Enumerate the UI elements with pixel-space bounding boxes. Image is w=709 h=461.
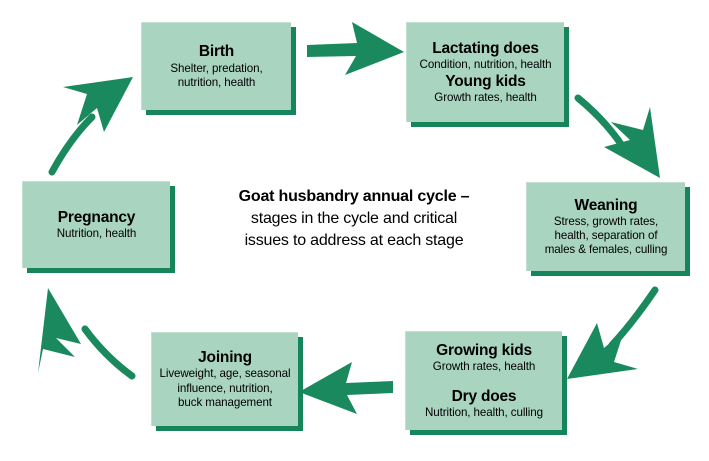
center-caption-line2: stages in the cycle and critical (250, 210, 458, 228)
node-weaning-title: Weaning (574, 196, 638, 214)
node-weaning-sub-line2: health, separation of (554, 229, 658, 243)
node-growing-kids-title: Growing kids (436, 342, 532, 360)
node-lactating-does-title: Lactating does (432, 40, 539, 58)
node-pregnancy[interactable]: Pregnancy Nutrition, health (22, 181, 170, 268)
node-birth-group: Birth Shelter, predation, nutrition, hea… (142, 43, 291, 90)
node-lactating-does-group: Lactating does Condition, nutrition, hea… (407, 40, 564, 72)
center-caption-line1: Goat husbandry annual cycle – (238, 188, 470, 205)
node-birth-title: Birth (198, 43, 235, 61)
node-young-kids-sub: Growth rates, health (434, 90, 537, 104)
node-joining-sub-line1: Liveweight, age, seasonal (159, 367, 291, 381)
arrow-joining-to-pregnancy (38, 288, 136, 380)
node-young-kids-title: Young kids (445, 72, 526, 90)
node-young-kids-group: Young kids Growth rates, health (407, 73, 564, 105)
node-weaning-group: Weaning Stress, growth rates, health, se… (527, 197, 685, 258)
node-pregnancy-sub: Nutrition, health (56, 227, 137, 241)
node-joining-sub-line2: influence, nutrition, (177, 381, 273, 395)
node-weaning-sub-line3: males & females, culling (544, 243, 668, 257)
center-caption-line3: issues to address at each stage (244, 232, 464, 250)
node-dry-does-title: Dry does (451, 387, 517, 405)
node-dry-does-sub: Nutrition, health, culling (425, 405, 543, 419)
node-lactating-does[interactable]: Lactating does Condition, nutrition, hea… (406, 22, 564, 122)
center-caption: Goat husbandry annual cycle – stages in … (191, 186, 517, 252)
arrow-weaning-to-growing (567, 286, 659, 379)
node-growing-kids-sub: Growth rates, health (432, 360, 536, 374)
node-dry-does-group: Dry does Nutrition, health, culling (406, 388, 562, 420)
node-weaning[interactable]: Weaning Stress, growth rates, health, se… (526, 182, 685, 271)
node-pregnancy-group: Pregnancy Nutrition, health (23, 209, 170, 241)
node-growing-kids-group: Growing kids Growth rates, health (406, 342, 562, 374)
arrow-birth-to-lactating (307, 22, 404, 75)
node-joining[interactable]: Joining Liveweight, age, seasonal influe… (151, 332, 298, 426)
node-birth[interactable]: Birth Shelter, predation, nutrition, hea… (141, 22, 291, 110)
node-growing-kids[interactable]: Growing kids Growth rates, health Dry do… (405, 331, 562, 430)
node-weaning-sub-line1: Stress, growth rates, (553, 214, 659, 228)
node-birth-sub-line2: nutrition, health (177, 75, 256, 89)
node-joining-title: Joining (198, 349, 252, 367)
arrow-growing-to-joining (299, 362, 393, 414)
node-joining-sub-line3: buck management (178, 395, 272, 409)
node-pregnancy-title: Pregnancy (57, 208, 136, 226)
arrow-lactating-to-weaning (574, 94, 660, 178)
arrow-pregnancy-to-birth (48, 77, 133, 176)
node-birth-sub-line1: Shelter, predation, (170, 61, 263, 75)
node-joining-group: Joining Liveweight, age, seasonal influe… (152, 349, 298, 410)
node-lactating-does-sub: Condition, nutrition, health (419, 58, 552, 72)
